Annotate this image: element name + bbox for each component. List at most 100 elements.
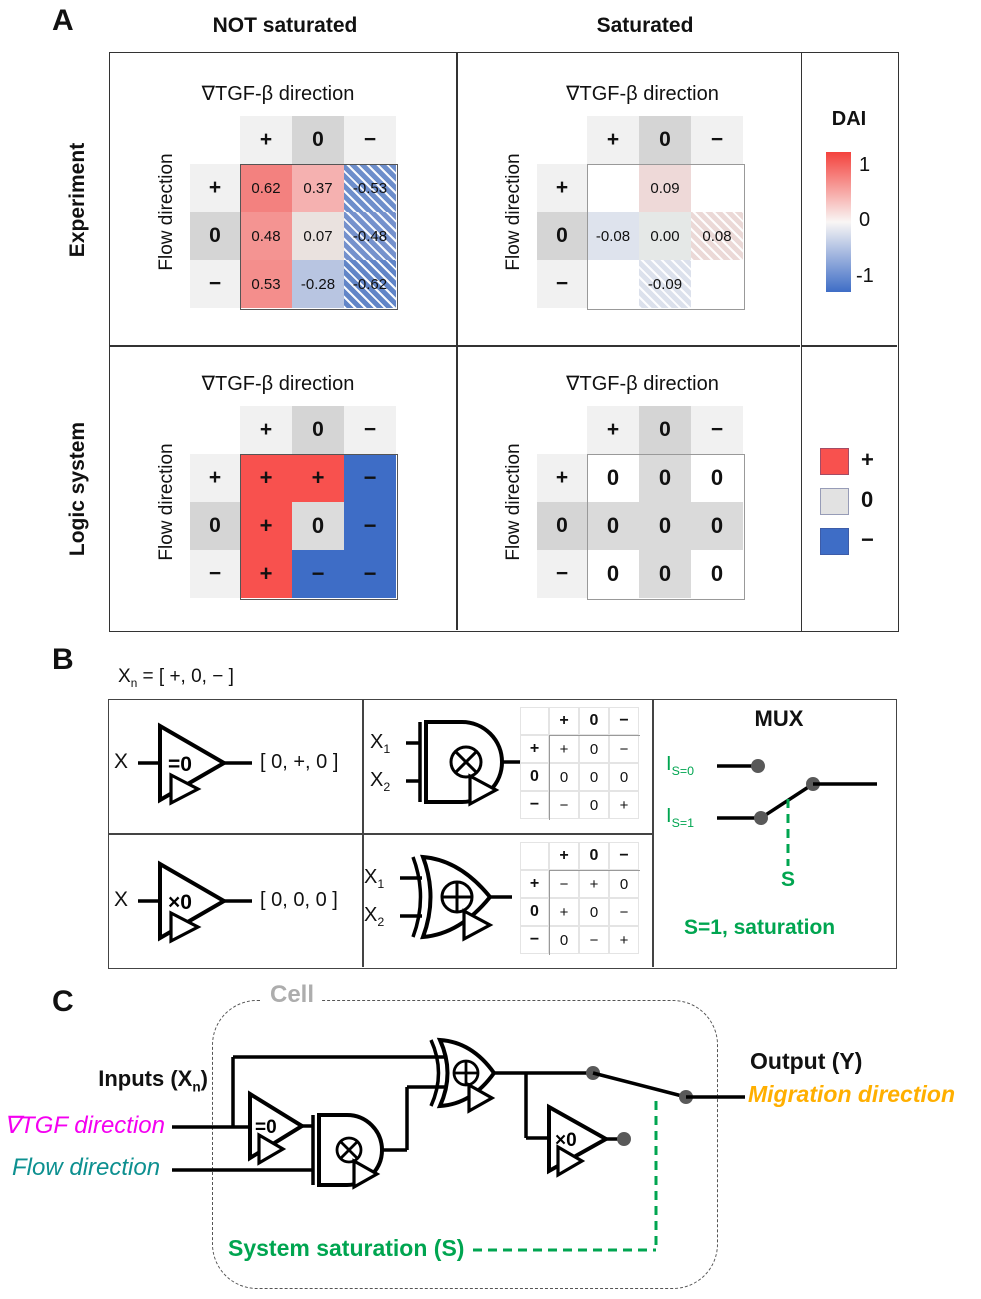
mult-gate-icon (406, 720, 524, 807)
add-gate-input1-label: X1 (364, 866, 385, 891)
dai-tick-1: 1 (859, 154, 871, 176)
output-label: Output (Y) (750, 1048, 863, 1074)
heatmap-row-header: − (537, 550, 587, 598)
heatmap-cell: 0.07 (292, 212, 344, 260)
heatmap-title: ∇TGF-β direction (566, 373, 719, 395)
heatmap-row-header: + (190, 454, 240, 502)
truth-table-cell: 0 (609, 870, 639, 898)
heatmap-col-header: + (587, 406, 639, 454)
heatmap-col-header: + (240, 116, 292, 164)
heatmap-cell: + (240, 454, 292, 502)
buffer-gate-input-label: X (114, 750, 129, 773)
heatmap-col-header: + (240, 406, 292, 454)
truth-table-cell: + (579, 870, 609, 898)
heatmap-ylabel: Flow direction (503, 153, 524, 271)
heatmap-row-header: − (190, 550, 240, 598)
tgf-direction-label: ∇TGF direction (4, 1112, 165, 1139)
truth-table-cell: 0 (609, 763, 639, 791)
mult-gate-input2-label: X2 (370, 769, 391, 794)
heatmap-corner (537, 116, 587, 164)
panel-c-label: C (52, 985, 74, 1018)
legend-swatch-plus (820, 448, 849, 475)
dai-colorbar (826, 152, 851, 292)
panel-a-horizontal-divider (109, 345, 800, 347)
svg-text:=0: =0 (255, 1117, 277, 1138)
heatmap-cell (691, 164, 743, 212)
svg-text:×0: ×0 (555, 1130, 577, 1151)
heatmap-row-header: + (190, 164, 240, 212)
heatmap-cell: + (240, 550, 292, 598)
heatmap-ylabel: Flow direction (156, 443, 177, 561)
row-title-experiment: Experiment (66, 142, 89, 258)
cell-label: Cell (262, 981, 323, 1009)
heatmap-cell: 0.37 (292, 164, 344, 212)
truth-table-corner (520, 707, 549, 735)
heatmap-col-header: − (344, 406, 396, 454)
heatmap-cell: 0.09 (639, 164, 691, 212)
heatmap-cell: 0.00 (639, 212, 691, 260)
row-title-logic-system: Logic system (66, 421, 89, 557)
mux-input0-label: IS=0 (666, 753, 694, 778)
heatmap-col-header: − (691, 406, 743, 454)
heatmap-ylabel: Flow direction (503, 443, 524, 561)
heatmap-cell: − (344, 550, 396, 598)
heatmap-corner (190, 406, 240, 454)
heatmap-cell: 0.48 (240, 212, 292, 260)
truth-table-row-header: − (520, 791, 549, 819)
truth-table-cell: 0 (579, 763, 609, 791)
heatmap-cell: -0.48 (344, 212, 396, 260)
heatmap-ylabel: Flow direction (156, 153, 177, 271)
heatmap-cell: 0.53 (240, 260, 292, 308)
heatmap-col-header: 0 (639, 406, 691, 454)
col-title-saturated: Saturated (596, 14, 694, 37)
truth-table-row-header: 0 (520, 763, 549, 791)
truth-table-cell: 0 (579, 735, 609, 763)
zero-gate-input-label: X (114, 888, 129, 911)
panel-b-label: B (52, 643, 74, 676)
truth-table-col-header: + (549, 707, 579, 735)
xn-domain-label: Xn = [ +, 0, − ] (118, 666, 234, 690)
heatmap-col-header: 0 (292, 406, 344, 454)
truth-table-col-header: 0 (579, 707, 609, 735)
heatmap-cell (587, 260, 639, 308)
truth-table-cell: 0 (579, 898, 609, 926)
heatmap-cell: 0 (587, 454, 639, 502)
heatmap-row-header: 0 (537, 212, 587, 260)
legend-label-plus: + (861, 447, 874, 472)
heatmap-logic-not-saturated: +0−+++−0+0−−+−− (190, 406, 396, 598)
truth-table-cell: + (549, 735, 579, 763)
heatmap-cell: 0.62 (240, 164, 292, 212)
heatmap-row-header: 0 (190, 502, 240, 550)
legend-label-zero: 0 (861, 487, 874, 512)
mux-title: MUX (754, 706, 804, 731)
mux-select-label: S (780, 868, 795, 891)
panel-a-label: A (52, 4, 74, 37)
heatmap-row-header: 0 (537, 502, 587, 550)
panel-a-legend-box (801, 52, 899, 632)
heatmap-cell: -0.28 (292, 260, 344, 308)
heatmap-cell: -0.09 (639, 260, 691, 308)
heatmap-cell: 0 (587, 550, 639, 598)
panel-b-divider-2 (652, 699, 654, 967)
buffer-gate-icon: =0 (138, 722, 252, 806)
truth-table-cell: + (609, 791, 639, 819)
heatmap-col-header: − (344, 116, 396, 164)
heatmap-cell: 0 (639, 550, 691, 598)
truth-table-cell: − (549, 870, 579, 898)
truth-table-cell: + (549, 898, 579, 926)
truth-table-corner (520, 842, 549, 870)
truth-table-cell: 0 (549, 763, 579, 791)
heatmap-cell: -0.08 (587, 212, 639, 260)
truth-table-col-header: − (609, 707, 639, 735)
heatmap-row-header: − (537, 260, 587, 308)
heatmap-corner (537, 406, 587, 454)
mux-input1-label: IS=1 (666, 805, 694, 830)
legend-swatch-minus (820, 528, 849, 555)
add-gate-icon (400, 854, 512, 942)
zero-gate-icon: ×0 (138, 860, 252, 944)
heatmap-title: ∇TGF-β direction (566, 83, 719, 105)
